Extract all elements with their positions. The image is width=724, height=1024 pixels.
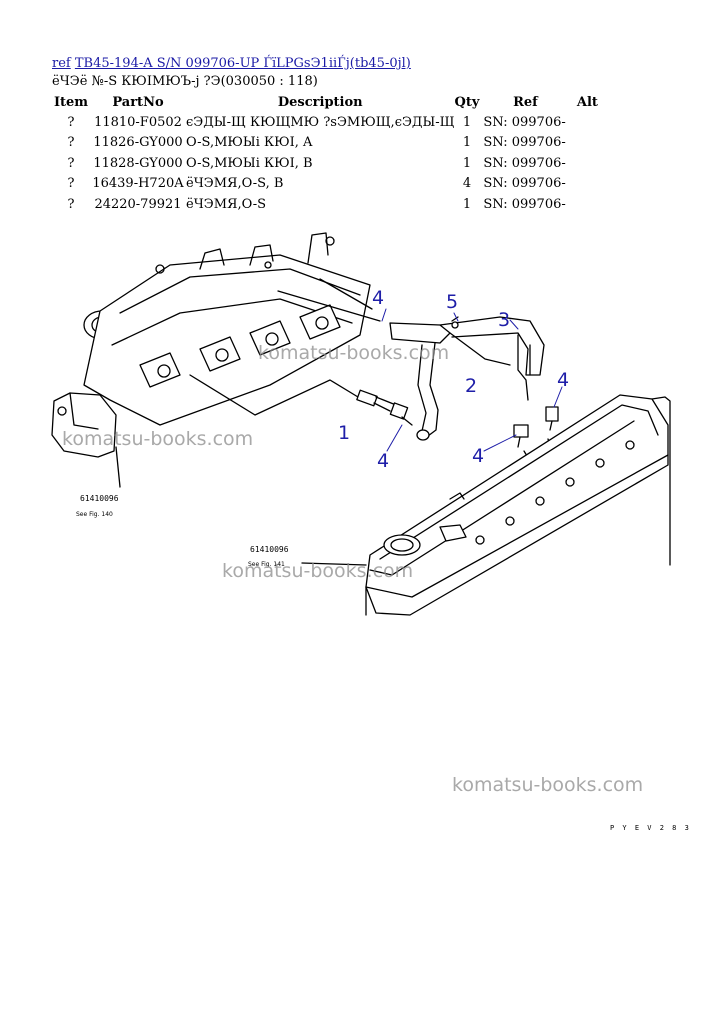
- note-left-text: See Fig. 140: [76, 511, 113, 518]
- cell-qty: 4: [462, 176, 472, 192]
- table-row: ? 11810-F0502 єЭДЫ-Щ КЮЩМЮ ?sЭМЮЩ,єЭДЫ-Щ…: [52, 112, 607, 133]
- table-row: ? 24220-79921 ёЧЭМЯ,O-S 1 SN: 099706-: [52, 194, 607, 215]
- cell-qty: 1: [462, 135, 472, 151]
- parts-diagram: 61410096 See Fig. 140 61410096 See Fig. …: [51, 232, 671, 616]
- callout-2: 2: [465, 375, 477, 397]
- intake-manifold-drawing: [51, 232, 381, 488]
- cell-description: O-S,МЮЫi КЮI, A: [186, 135, 313, 151]
- callout-5: 5: [446, 291, 458, 313]
- cell-ref: SN: 099706-: [483, 196, 566, 212]
- col-header-qty: Qty: [454, 94, 480, 110]
- note-mid-code: 61410096: [250, 545, 289, 554]
- table-header-row: Item PartNo Description Qty Ref Alt: [52, 92, 607, 112]
- callout-4b: 4: [377, 450, 389, 472]
- cell-partno: 11828-GY000: [93, 155, 183, 171]
- cell-partno: 11826-GY000: [93, 135, 183, 151]
- cell-alt: [567, 153, 607, 174]
- page-code: P Y E V 2 8 3: [610, 824, 691, 832]
- hose-assembly-drawing: [389, 316, 559, 474]
- watermark: komatsu-books.com: [258, 342, 450, 364]
- cell-item: ?: [67, 114, 75, 130]
- note-left-code: 61410096: [80, 494, 119, 503]
- cell-ref: SN: 099706-: [483, 176, 566, 192]
- callout-4a: 4: [372, 287, 384, 309]
- oxygen-sensor-drawing: [356, 389, 413, 426]
- cell-qty: 1: [462, 114, 472, 130]
- parts-table: Item PartNo Description Qty Ref Alt ? 11…: [52, 92, 607, 215]
- col-header-item: Item: [53, 94, 89, 110]
- cell-description: ёЧЭМЯ,O-S, B: [186, 176, 284, 192]
- cell-qty: 1: [462, 155, 472, 171]
- cell-partno: 24220-79921: [94, 196, 182, 212]
- col-header-partno: PartNo: [112, 94, 164, 110]
- cell-ref: SN: 099706-: [483, 114, 566, 130]
- cell-ref: SN: 099706-: [483, 155, 566, 171]
- cell-item: ?: [67, 135, 75, 151]
- cell-qty: 1: [462, 196, 472, 212]
- cell-description: єЭДЫ-Щ КЮЩМЮ ?sЭМЮЩ,єЭДЫ-Щ: [186, 114, 455, 130]
- cell-partno: 11810-F0502: [94, 114, 182, 130]
- cell-item: ?: [67, 155, 75, 171]
- watermark: komatsu-books.com: [222, 560, 414, 582]
- callout-4d: 4: [557, 369, 569, 391]
- cell-alt: [567, 112, 607, 133]
- callout-3: 3: [498, 309, 510, 331]
- cell-description: ёЧЭМЯ,O-S: [186, 196, 267, 212]
- cell-alt: [567, 194, 607, 215]
- col-header-description: Description: [277, 94, 363, 110]
- col-header-ref: Ref: [513, 94, 538, 110]
- watermark: komatsu-books.com: [62, 428, 254, 450]
- page-header: ref TB45-194-A S/N 099706-UP ЃїLPGsЭ1ііЃ…: [52, 55, 411, 73]
- page-subtitle: ёЧЭё №-S КЮIМЮЪ-j ?Э(030050 : 118): [52, 74, 318, 89]
- col-header-alt: Alt: [576, 94, 598, 110]
- note-mid-text: See Fig. 141: [248, 561, 285, 568]
- cell-alt: [567, 133, 607, 154]
- table-row: ? 16439-H720A ёЧЭМЯ,O-S, B 4 SN: 099706-: [52, 174, 607, 195]
- watermark: komatsu-books.com: [452, 774, 644, 796]
- callout-1: 1: [338, 422, 350, 444]
- cell-item: ?: [67, 196, 75, 212]
- callout-4c: 4: [472, 445, 484, 467]
- figure-title-link[interactable]: TB45-194-A S/N 099706-UP ЃїLPGsЭ1ііЃj(tb…: [74, 56, 411, 71]
- cell-partno: 16439-H720A: [92, 176, 184, 192]
- cell-item: ?: [67, 176, 75, 192]
- table-row: ? 11828-GY000 O-S,МЮЫi КЮI, B 1 SN: 0997…: [52, 153, 607, 174]
- cell-ref: SN: 099706-: [483, 135, 566, 151]
- cell-alt: [567, 174, 607, 195]
- cell-description: O-S,МЮЫi КЮI, B: [186, 155, 313, 171]
- table-row: ? 11826-GY000 O-S,МЮЫi КЮI, A 1 SN: 0997…: [52, 133, 607, 154]
- rocker-cover-drawing: [365, 394, 671, 616]
- ref-link[interactable]: ref: [52, 56, 71, 71]
